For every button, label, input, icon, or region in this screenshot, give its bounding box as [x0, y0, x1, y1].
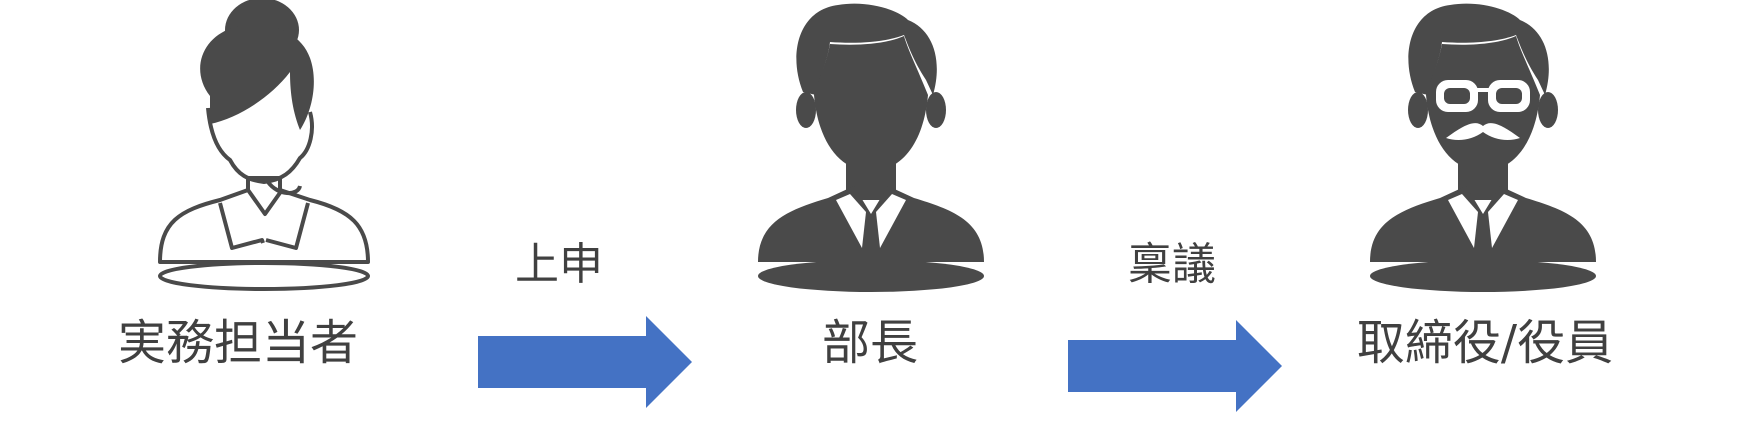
executive-figure: [1370, 0, 1600, 300]
step-label-first: 上申: [515, 239, 603, 290]
businessman-icon: [758, 3, 984, 292]
right-arrow-icon: [1068, 320, 1282, 412]
right-arrow-icon: [478, 316, 692, 408]
arrow-second: [1068, 320, 1282, 412]
businesswoman-icon: [158, 0, 370, 291]
manager-figure: [758, 0, 988, 300]
manager-label: 部長: [821, 315, 918, 371]
staff-figure: [150, 0, 380, 300]
step-label-second: 稟議: [1128, 239, 1216, 290]
arrow-first: [478, 316, 692, 408]
executive-label: 取締役/役員: [1356, 315, 1614, 371]
staff-label: 実務担当者: [118, 315, 359, 371]
executive-with-glasses-icon: [1370, 3, 1596, 292]
